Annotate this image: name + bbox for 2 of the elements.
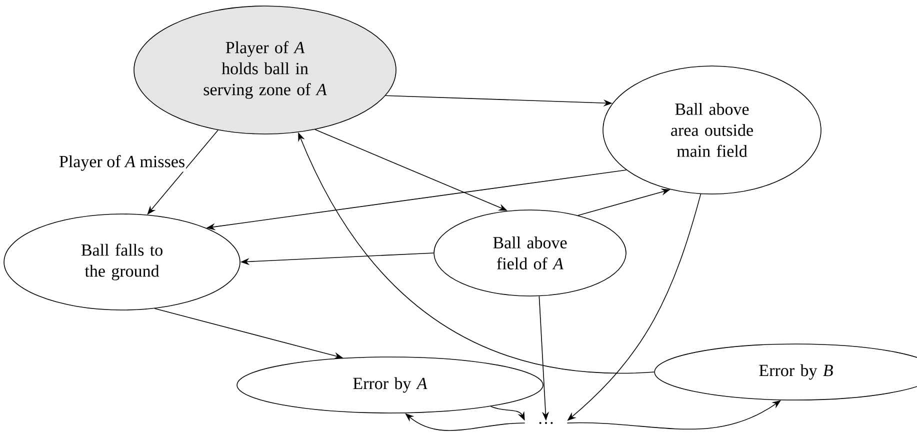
edge-label: Player of A misses: [58, 154, 186, 172]
ellipsis-text: …: [539, 422, 553, 424]
